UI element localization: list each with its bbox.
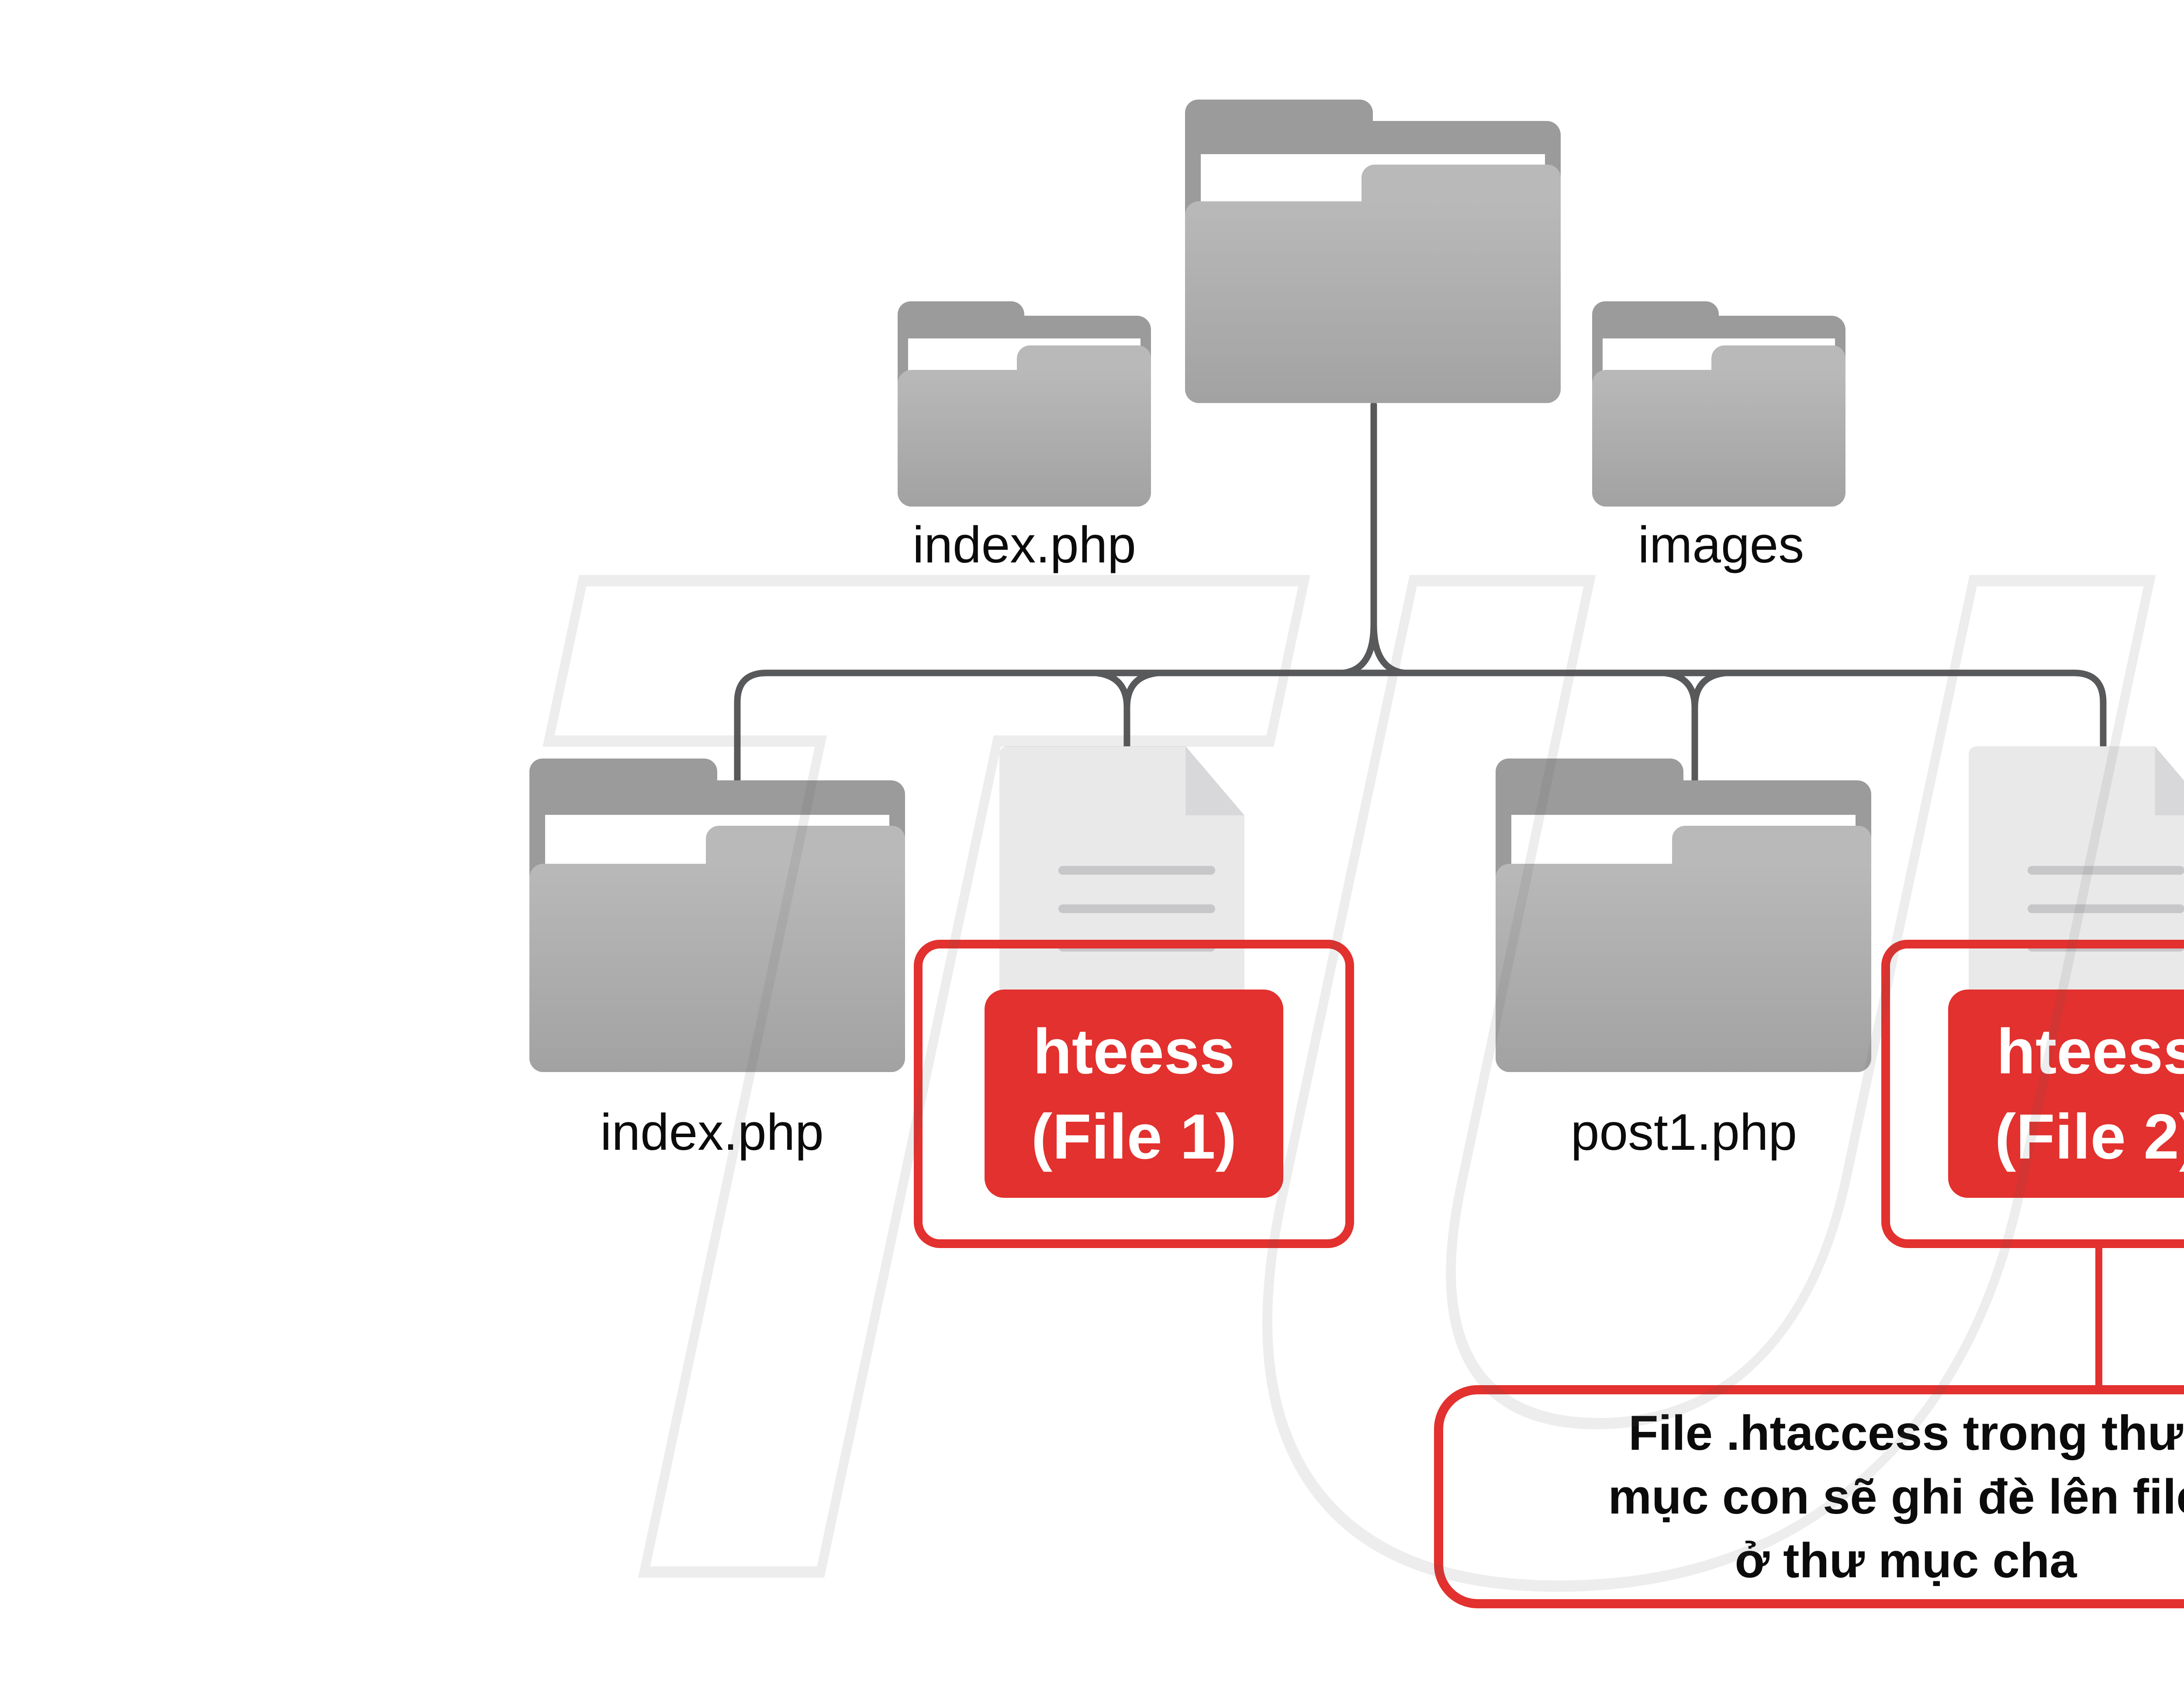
file1-badge: hteess (File 1): [985, 990, 1283, 1198]
document-text-rule: [1058, 866, 1215, 875]
folder-front-shape: [1496, 863, 1871, 1072]
folder-icon-index-sub: [529, 759, 905, 1072]
document-fold-corner: [2155, 746, 2184, 816]
folder-icon-root: [1185, 100, 1561, 403]
folder-front-shape: [529, 863, 905, 1072]
folder-icon-post1: [1496, 759, 1871, 1072]
file-icon-htaccess-1: [999, 746, 1244, 1012]
file1-badge-name: hteess: [1033, 1015, 1235, 1087]
folder-front-shape: [1185, 201, 1561, 403]
highlight-box-file1: [914, 940, 1354, 1248]
folder-front-shape: [1592, 370, 1845, 507]
file-icon-htaccess-2: [1969, 746, 2184, 1012]
file1-badge-tag: (File 1): [1031, 1100, 1237, 1172]
document-text-rule: [1058, 904, 1215, 913]
label-images: images: [1638, 516, 1804, 574]
annotation-line: mục con sẽ ghi đè lên file: [1608, 1469, 2184, 1524]
label-index-sub: index.php: [600, 1104, 824, 1161]
label-post1: post1.php: [1570, 1104, 1797, 1161]
file2-badge-tag: (File 2): [1994, 1100, 2184, 1172]
file2-badge-name: hteess: [1996, 1015, 2184, 1087]
folder-front-shape: [898, 370, 1151, 507]
document-text-rule: [2027, 904, 2184, 913]
children-bus-line: [734, 669, 2107, 811]
document-page-shape: [1969, 746, 2184, 1012]
folder-icon-index-top: [898, 301, 1151, 507]
root-stem-line: [1340, 401, 1408, 676]
annotation-line: File .htaccess trong thư: [1628, 1405, 2183, 1460]
label-index-top: index.php: [912, 516, 1136, 574]
annotation-box: File .htaccess trong thư mục con sẽ ghi …: [1434, 1385, 2184, 1608]
file2-badge: hteess (File 2): [1948, 990, 2184, 1198]
highlight-box-file2: [1881, 940, 2184, 1248]
folder-icon-images: [1592, 301, 1845, 507]
document-text-rule: [2027, 866, 2184, 875]
annotation-line: ở thư mục cha: [1735, 1533, 2077, 1588]
